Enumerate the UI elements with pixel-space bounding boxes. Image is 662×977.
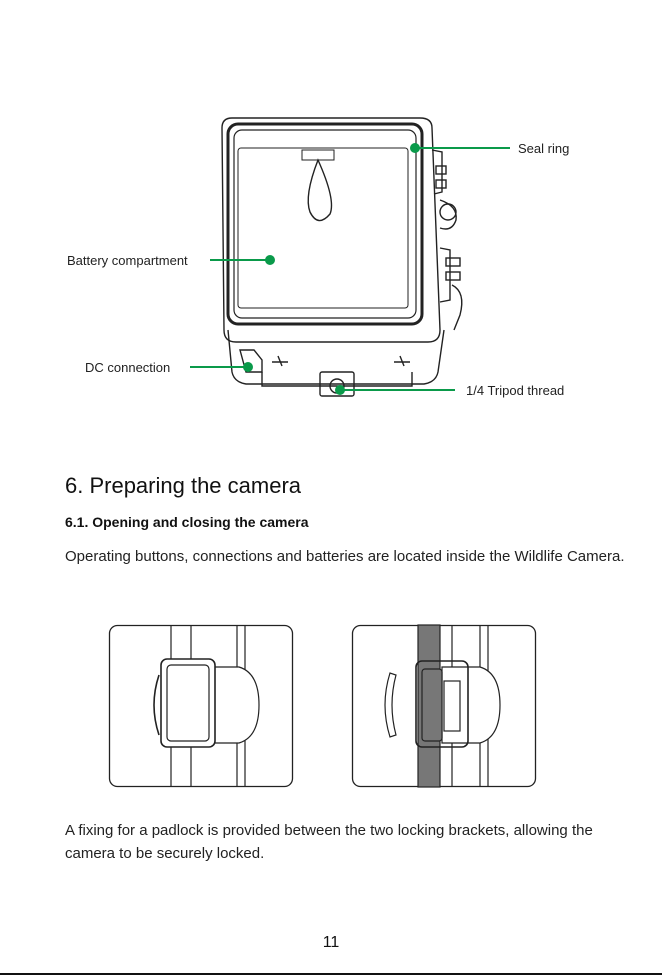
padlock-paragraph: A fixing for a padlock is provided betwe… [65,822,593,862]
label-tripod-thread: 1/4 Tripod thread [466,383,565,398]
callout-lines [190,143,510,395]
subsection-heading: 6.1. Opening and closing the camera [65,514,309,530]
latch-closed-illustration [108,624,294,788]
bottom-rule [0,973,662,975]
latch-padlock-illustration [351,624,537,788]
intro-paragraph: Operating buttons, connections and batte… [65,548,625,565]
section-heading: 6. Preparing the camera [65,473,302,498]
page-number: 11 [322,934,340,951]
label-dc-connection: DC connection [85,360,171,375]
label-seal-ring: Seal ring [518,141,570,156]
camera-interior-diagram [190,117,510,397]
label-battery-compartment: Battery compartment [67,253,188,268]
